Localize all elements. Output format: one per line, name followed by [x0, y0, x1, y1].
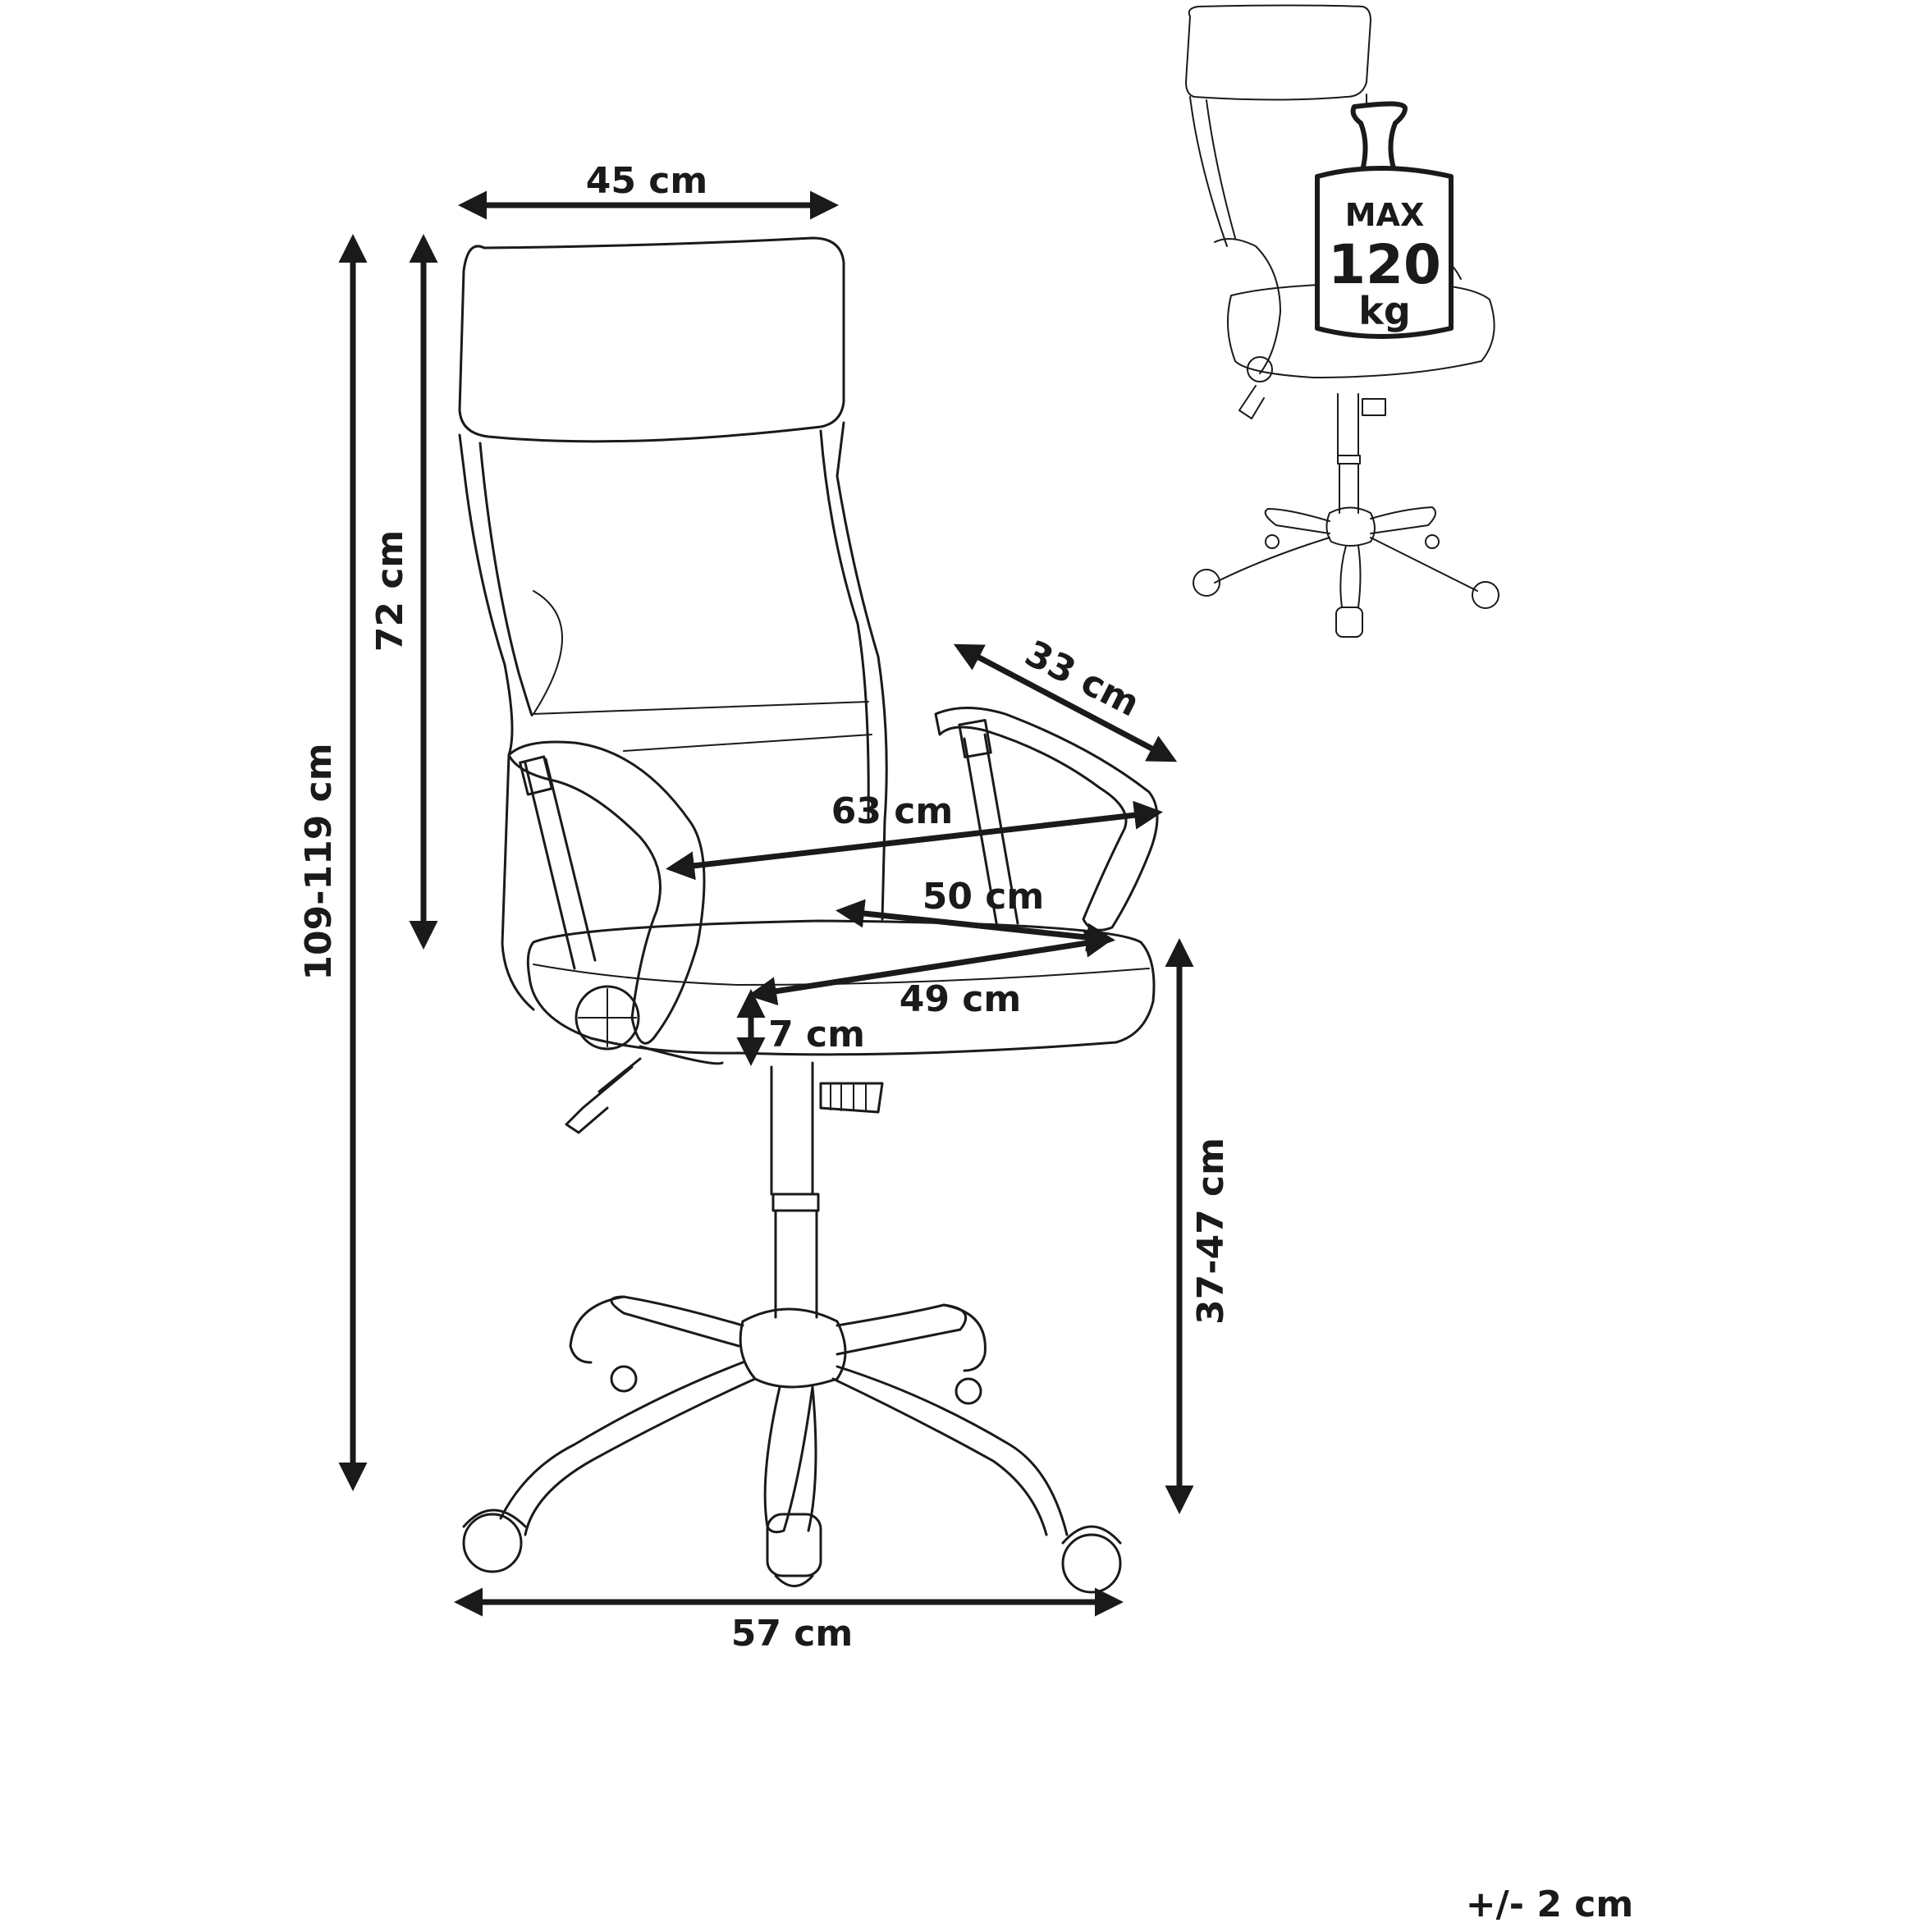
dimension-arrows — [338, 190, 1194, 1617]
weight-icon: MAX 120 kg — [1315, 101, 1454, 339]
label-total-height: 109-119 cm — [298, 743, 340, 980]
label-seat-depth: 49 cm — [900, 978, 1021, 1020]
arrow-armrest-depth — [953, 643, 1178, 762]
label-seat-width: 50 cm — [923, 876, 1044, 918]
arrow-seat-depth — [748, 928, 1114, 1006]
weight-badge-top: MAX — [1345, 197, 1425, 233]
label-seat-thickness: 7 cm — [768, 1014, 865, 1055]
weight-badge-value: 120 — [1328, 233, 1441, 296]
arrow-armrest-width — [666, 800, 1163, 881]
office-chair-drawing — [458, 236, 1159, 1594]
dimension-labels: 45 cm 109-119 cm 72 cm 33 cm 63 cm 50 cm… — [298, 160, 1633, 1925]
label-seat-height: 37-47 cm — [1190, 1138, 1232, 1325]
label-backrest-height: 72 cm — [369, 530, 411, 652]
label-base-width: 57 cm — [731, 1613, 853, 1655]
weight-badge-unit: kg — [1358, 289, 1411, 333]
label-top-width: 45 cm — [586, 160, 707, 202]
label-tolerance: +/- 2 cm — [1466, 1884, 1633, 1925]
label-armrest-width: 63 cm — [831, 790, 953, 832]
